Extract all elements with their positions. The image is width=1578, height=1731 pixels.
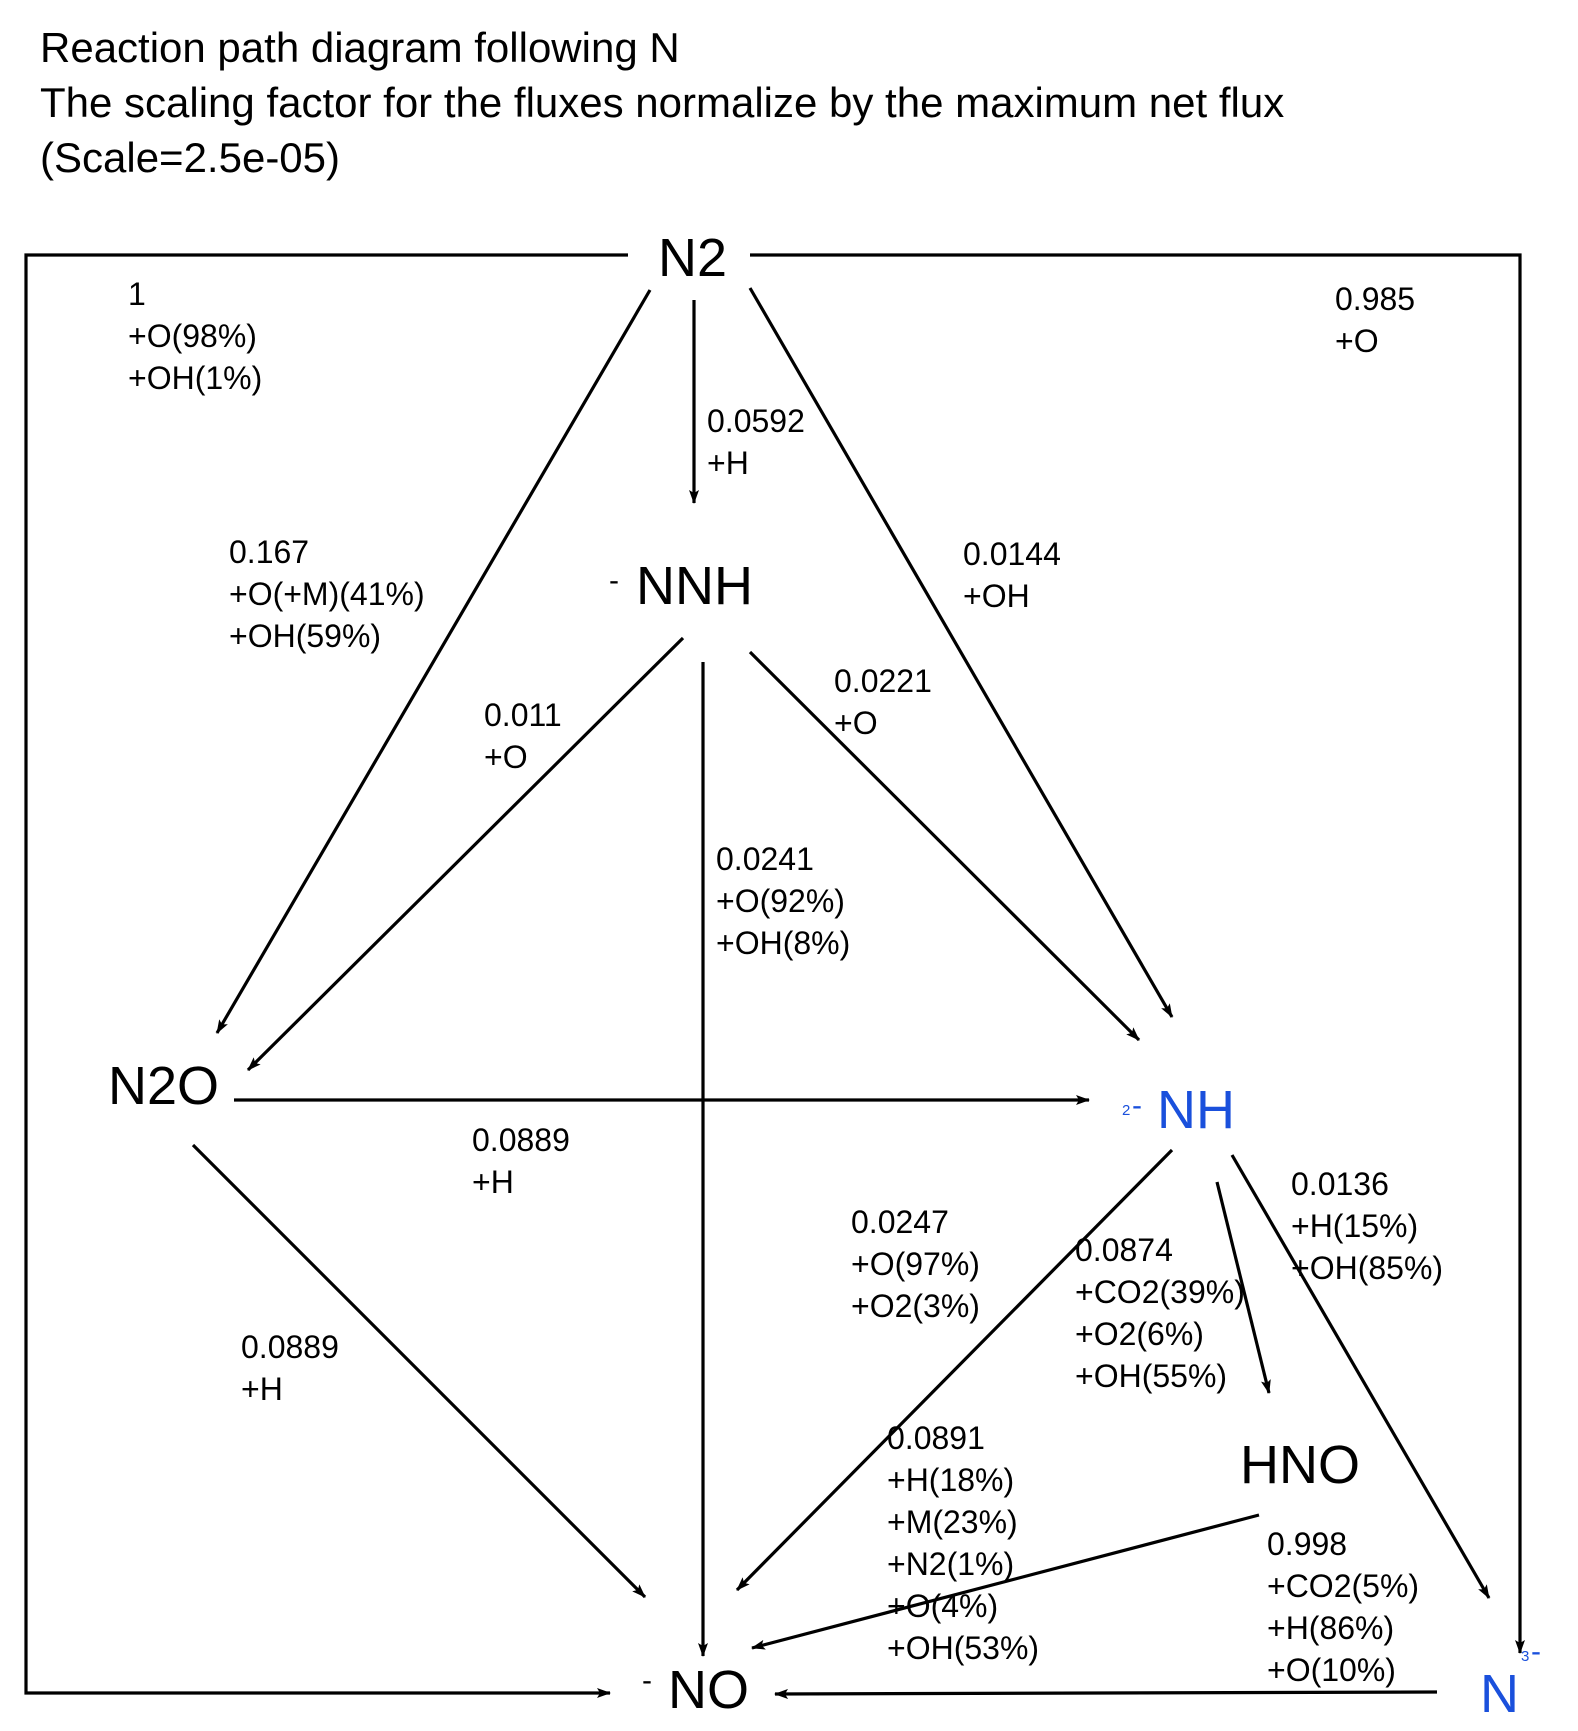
edge-label-n2-nnh: 0.0592 +H xyxy=(707,403,814,481)
node-n2: N2 xyxy=(658,228,727,288)
edge-line-n2-n2o xyxy=(215,289,652,1034)
edge-label-n2-n2o: 0.167 +O(+M)(41%) +OH(59%) xyxy=(229,534,433,654)
title-line-2: The scaling factor for the fluxes normal… xyxy=(40,79,1284,126)
edge-line-nh-no xyxy=(735,1148,1174,1592)
species-nodes: N2 - NNH N2O 2 - NH HNO - NO N 3 - xyxy=(108,228,1541,1724)
node-nh-charge-number: 2 xyxy=(1122,1102,1130,1119)
edge-line-n2-n xyxy=(750,253,1525,1654)
edge-line-nh-n xyxy=(1230,1154,1491,1599)
node-n-charge: - xyxy=(1531,1635,1541,1668)
node-n2o: N2O xyxy=(108,1056,219,1116)
edge-label-n2-no: 1 +O(98%) +OH(1%) xyxy=(128,276,266,396)
edge-label-nnh-nh: 0.0221 +O xyxy=(834,663,941,741)
n2-label-background xyxy=(628,225,750,285)
edge-label-nnh-no: 0.0241 +O(92%) +OH(8%) xyxy=(716,841,854,961)
edge-label-n2o-nh: 0.0889 +H xyxy=(472,1122,579,1200)
edge-label-hno-no: 0.0891 +H(18%) +M(23%) +N2(1%) +O(4%) +O… xyxy=(887,1420,1039,1666)
title-line-3: (Scale=2.5e-05) xyxy=(40,134,340,181)
edge-label-n2-n: 0.985 +O xyxy=(1335,281,1424,359)
edge-label-nnh-n2o: 0.011 +O xyxy=(484,697,571,775)
edge-lines xyxy=(24,253,1525,1699)
node-no: NO xyxy=(668,1660,749,1720)
node-no-charge: - xyxy=(642,1664,652,1697)
edge-line-nh-hno xyxy=(1215,1181,1271,1394)
edge-label-nh-no: 0.0247 +O(97%) +O2(3%) xyxy=(851,1204,989,1324)
node-nnh-charge: - xyxy=(609,564,619,597)
title-line-1: Reaction path diagram following N xyxy=(40,24,680,71)
node-nnh: NNH xyxy=(636,556,753,616)
edge-label-n2-nh: 0.0144 +OH xyxy=(963,536,1070,614)
edge-labels: 1 +O(98%) +OH(1%) 0.985 +O 0.0592 +H 0.1… xyxy=(128,276,1443,1688)
edge-line-n-no xyxy=(774,1688,1438,1699)
node-n-charge-number: 3 xyxy=(1521,1648,1529,1665)
node-nh-charge: - xyxy=(1132,1089,1142,1122)
diagram-title: Reaction path diagram following N The sc… xyxy=(40,24,1284,181)
edge-line-hno-no xyxy=(751,1513,1260,1650)
node-n: N xyxy=(1480,1664,1519,1724)
edge-line-n2o-no xyxy=(191,1143,647,1599)
edge-label-n2o-no: 0.0889 +H xyxy=(241,1329,348,1407)
edge-line-n2-no xyxy=(24,253,630,1698)
edge-label-nh-hno: 0.0874 +CO2(39%) +O2(6%) +OH(55%) xyxy=(1075,1232,1254,1394)
edge-line-n2-nh xyxy=(748,287,1174,1018)
node-hno: HNO xyxy=(1240,1435,1360,1495)
node-nh: NH xyxy=(1157,1080,1235,1140)
edge-label-nh-n: 0.0136 +H(15%) +OH(85%) xyxy=(1291,1166,1443,1286)
edge-line-nnh-nh xyxy=(748,650,1141,1042)
edge-line-nnh-n2o xyxy=(246,636,685,1072)
edge-label-n-no: 0.998 +CO2(5%) +H(86%) +O(10%) xyxy=(1267,1526,1428,1688)
